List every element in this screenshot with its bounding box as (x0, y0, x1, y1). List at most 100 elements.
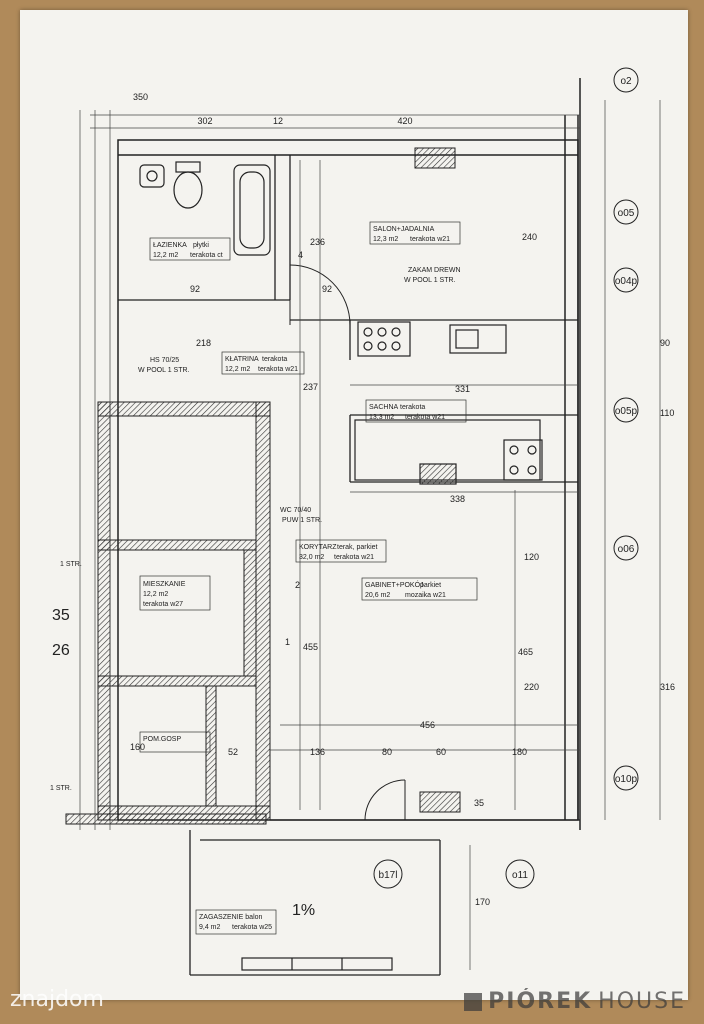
axis-label-b17l: b17l (379, 870, 398, 881)
room-name-gabinet: GABINET+POKÓJ (365, 580, 424, 589)
note-zakam: ZAKAM DREWN (408, 267, 461, 274)
room-floor-sachna: terakota (400, 404, 425, 411)
dim-4: 4 (298, 250, 303, 260)
sink-icon (449, 324, 507, 354)
dim-136: 136 (310, 747, 325, 757)
dim-236: 236 (310, 237, 325, 247)
hatched-walls (65, 401, 271, 825)
dim-2: 2 (295, 580, 300, 590)
room-finish-mieszkanie: terakota w27 (143, 601, 183, 608)
room-name-sachna: SACHNA (369, 404, 399, 411)
balcony-railing (241, 957, 393, 971)
dim-218: 218 (196, 338, 211, 348)
room-area-klatrina: 12,2 m2 (225, 366, 250, 373)
big-number-26: 26 (52, 642, 70, 659)
paper-sheet (20, 10, 688, 1000)
counter-icon (354, 419, 541, 485)
bathtub-icon (233, 164, 271, 256)
dim-237: 237 (303, 382, 318, 392)
toilet-icon (173, 161, 203, 209)
dim-60: 60 (436, 747, 446, 757)
dim-92a: 92 (190, 284, 200, 294)
dim-left-top: 350 (133, 92, 148, 102)
note-str-bottom: 1 STR. (50, 785, 72, 792)
watermark-piorek: PIÓREK (488, 989, 593, 1014)
note-wc-sub: PUW 1 STR. (282, 517, 322, 524)
dim-120: 120 (524, 552, 539, 562)
axis-markers (373, 67, 639, 889)
watermark-znajdom: znajdom (10, 987, 104, 1012)
dim-170: 170 (475, 897, 490, 907)
dim-316: 316 (660, 682, 675, 692)
note-hs: HS 70/25 (150, 357, 179, 364)
room-finish-gabinet: mozaika w21 (405, 592, 446, 599)
note-percent: 1% (292, 902, 315, 919)
room-area-sachna: 13,3 m2 (369, 414, 394, 421)
dim-220: 220 (524, 682, 539, 692)
room-floor-lazienka: płytki (193, 242, 209, 249)
dim-180: 180 (512, 747, 527, 757)
partitions (118, 155, 580, 976)
room-area-salon: 12,3 m2 (373, 236, 398, 243)
room-area-lazienka: 12,2 m2 (153, 252, 178, 259)
door-icon (289, 264, 406, 821)
note-zakam-sub: W POOL 1 STR. (404, 277, 456, 284)
room-floor-klatrina: terakota (262, 356, 287, 363)
room-finish-salon: terakota w21 (410, 236, 450, 243)
room-area-gabinet: 20,6 m2 (365, 592, 390, 599)
room-name-salon: SALON+JADALNIA (373, 226, 435, 233)
chimney-icon (414, 147, 461, 813)
axis-label-o11: o11 (512, 870, 528, 881)
room-area-korytarz: 32,0 m2 (299, 554, 324, 561)
axis-label-o06: o06 (618, 544, 635, 555)
dim-top-420: 420 (397, 116, 412, 126)
cooktop-icon (503, 439, 543, 481)
room-name-zagaszenie: ZAGASZENIE balon (199, 914, 263, 921)
axis-label-o10p: o10p (615, 774, 638, 785)
axis-label-o05p: o05p (615, 406, 638, 417)
room-name-klatrina: KŁATRINA (225, 356, 259, 363)
dim-80: 80 (382, 747, 392, 757)
axis-label-o2: o2 (620, 76, 632, 87)
big-number-35: 35 (52, 607, 70, 624)
watermark-house: HOUSE (598, 989, 686, 1014)
dim-35: 35 (474, 798, 484, 808)
room-finish-klatrina: terakota w21 (258, 366, 298, 373)
room-name-mieszkanie: MIESZKANIE (143, 581, 186, 588)
dim-top-12: 12 (273, 116, 283, 126)
axis-label-o05: o05 (618, 208, 635, 219)
dim-455: 455 (303, 642, 318, 652)
dim-465: 465 (518, 647, 533, 657)
room-finish-zagaszenie: terakota w25 (232, 924, 272, 931)
note-str-left: 1 STR. (60, 561, 82, 568)
washbasin-icon (139, 164, 165, 188)
room-area-zagaszenie: 9,4 m2 (199, 924, 221, 931)
dim-92b: 92 (322, 284, 332, 294)
stove-icon (357, 321, 411, 357)
dim-240: 240 (522, 232, 537, 242)
dim-110: 110 (660, 408, 674, 418)
dim-52: 52 (228, 747, 238, 757)
room-finish-lazienka: terakota ct (190, 252, 223, 259)
dim-456: 456 (420, 720, 435, 730)
room-area-mieszkanie: 12,2 m2 (143, 591, 168, 598)
dimension-lines (79, 100, 661, 970)
note-hs-sub: W POOL 1 STR. (138, 367, 190, 374)
room-finish-sachna: terakota w21 (405, 414, 445, 421)
dim-338: 338 (450, 494, 465, 504)
dim-top-302: 302 (197, 116, 212, 126)
note-wc: WC 70/40 (280, 507, 311, 514)
room-name-korytarz: KORYTARZ (299, 544, 337, 551)
dim-1: 1 (285, 637, 290, 647)
room-floor-gabinet: parkiet (420, 582, 441, 589)
dim-331: 331 (455, 384, 470, 394)
room-label-boxes (139, 221, 478, 935)
room-finish-korytarz: terakota w21 (334, 554, 374, 561)
room-name-lazienka: ŁAZIENKA (153, 242, 187, 249)
logo-square-icon (464, 992, 483, 1011)
axis-label-o04p: o04p (615, 276, 638, 287)
room-name-pom-gosp: POM.GOSP (143, 736, 181, 743)
dim-90: 90 (660, 338, 670, 348)
